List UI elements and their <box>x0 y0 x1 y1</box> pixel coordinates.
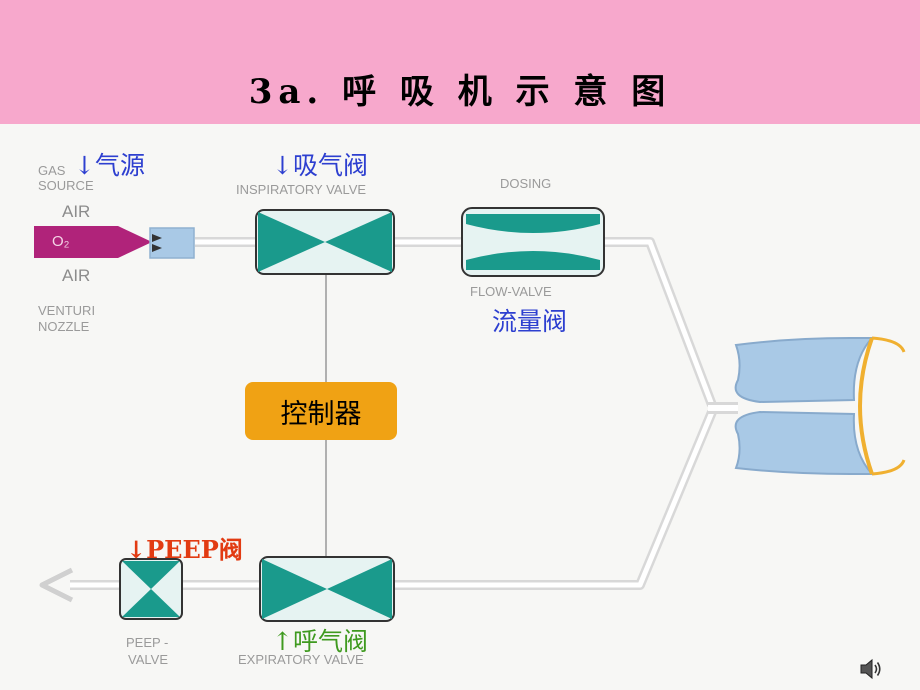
flow-valve <box>461 207 605 277</box>
controller-box: 控制器 <box>245 382 397 440</box>
dosing-label: DOSING <box>500 176 552 191</box>
air-bottom-label: AIR <box>62 266 91 285</box>
page-title: 3a. 呼 吸 机 示 意 图 <box>248 72 672 112</box>
flow-valve-annotation: 流量阀 <box>492 307 568 336</box>
peep-valve-label-1: PEEP - <box>126 635 169 650</box>
expiratory-valve-label: EXPIRATORY VALVE <box>238 652 364 667</box>
venturi-nozzle-label-2: NOZZLE <box>38 319 90 334</box>
o2-arrow <box>34 226 152 258</box>
expiratory-valve-annotation: ↑呼气阀 <box>272 627 368 656</box>
title-bar <box>0 0 920 124</box>
peep-valve-label-2: VALVE <box>128 652 168 667</box>
inspiratory-tube-core <box>195 239 715 406</box>
peep-valve <box>119 558 183 620</box>
expiratory-tube-core <box>70 411 715 588</box>
gas-source-annotation: ↓气源 <box>74 151 145 180</box>
inspiratory-valve-annotation: ↓吸气阀 <box>272 151 368 180</box>
inspiratory-valve-label: INSPIRATORY VALVE <box>236 182 367 197</box>
peep-valve-annotation: ↓PEEP阀 <box>126 535 243 564</box>
expiratory-valve <box>259 556 395 622</box>
air-top-label: AIR <box>62 202 91 221</box>
speaker-icon[interactable] <box>858 656 884 682</box>
o2-label: O₂ <box>52 233 70 250</box>
flow-valve-label: FLOW-VALVE <box>470 284 552 299</box>
venturi-nozzle-box <box>149 227 195 259</box>
controller-label: 控制器 <box>280 398 362 430</box>
inspiratory-valve <box>255 209 395 275</box>
gas-source-label-2: SOURCE <box>38 178 94 193</box>
gas-source-label-1: GAS <box>38 163 66 178</box>
lung <box>734 336 906 476</box>
venturi-nozzle-label-1: VENTURI <box>38 303 96 318</box>
exhaust-arrow <box>39 567 74 603</box>
